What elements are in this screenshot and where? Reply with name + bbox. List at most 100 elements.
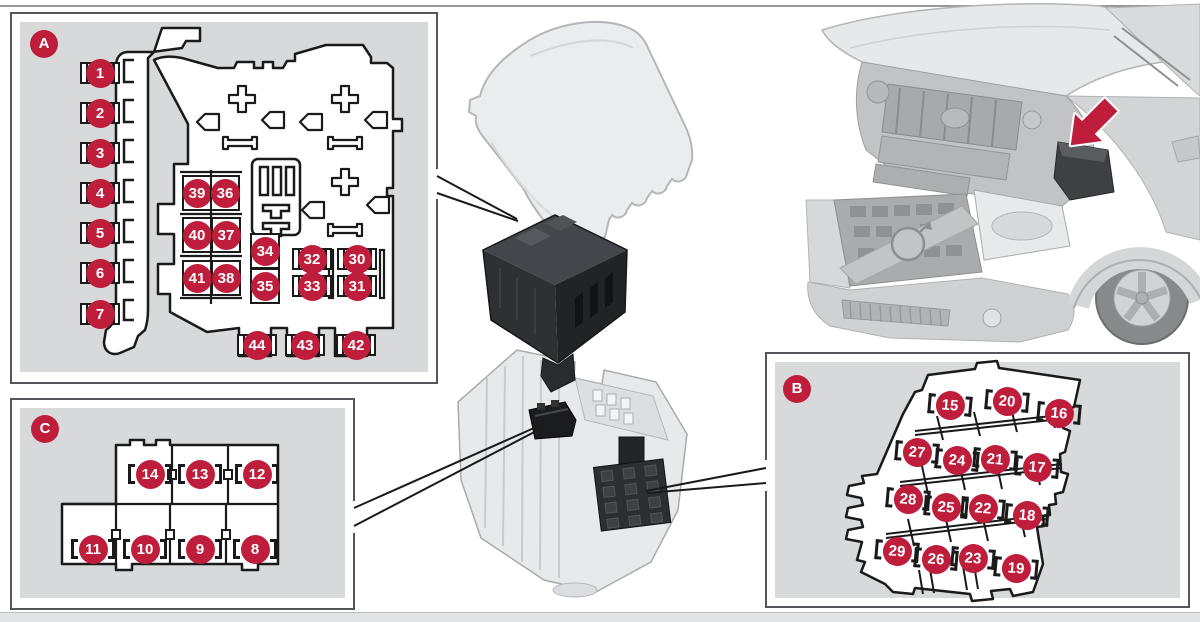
intake-duct bbox=[877, 135, 1011, 181]
bracket-left-icon bbox=[1036, 401, 1045, 422]
top-divider-line bbox=[0, 5, 1200, 7]
fuse-number-badge: 27 bbox=[901, 436, 933, 468]
fuse-number-badge: 36 bbox=[210, 178, 240, 208]
fuse-number-badge: 43 bbox=[290, 330, 320, 360]
fuse-number-badge: 8 bbox=[240, 534, 270, 564]
red-location-arrow bbox=[1068, 96, 1120, 148]
fuse-number-badge: 14 bbox=[135, 459, 165, 489]
relay-cutouts bbox=[195, 84, 391, 238]
fuse-number-badge: 16 bbox=[1043, 397, 1075, 429]
fuse-number-badge: 41 bbox=[182, 263, 212, 293]
bracket-right-icon bbox=[160, 539, 167, 559]
strip-hooks bbox=[122, 58, 134, 322]
fuse-number-badge: 4 bbox=[85, 178, 115, 208]
bracket-right-icon bbox=[1073, 404, 1082, 425]
bracket-left-icon bbox=[178, 539, 185, 559]
fuse-number-badge: 29 bbox=[881, 535, 913, 567]
fuse-number-badge: 24 bbox=[941, 444, 973, 476]
fuse-box-exploded-view bbox=[457, 21, 694, 598]
fuse-number-badge: 21 bbox=[979, 443, 1011, 475]
fuse-block bbox=[482, 214, 628, 393]
fuse-number-badge: 34 bbox=[250, 236, 280, 266]
fuse-number-badge: 22 bbox=[967, 492, 999, 524]
fuse-number-badge: 7 bbox=[85, 299, 115, 329]
bracket-right-icon bbox=[1021, 392, 1030, 413]
car-engine-bay-illustration bbox=[805, 3, 1200, 345]
bracket-left-icon bbox=[71, 539, 78, 559]
side-mirror bbox=[1171, 135, 1200, 163]
right-fender bbox=[1065, 95, 1200, 241]
bumper-intake bbox=[841, 299, 951, 327]
fuse-number-badge: 31 bbox=[342, 271, 372, 301]
bracket-left-icon bbox=[128, 464, 135, 484]
central-connector bbox=[250, 157, 302, 238]
bracket-left-icon bbox=[960, 496, 969, 517]
fuse-number-badge: 20 bbox=[991, 385, 1023, 417]
bracket-left-icon bbox=[874, 539, 883, 560]
panel-c-label: C bbox=[31, 415, 59, 443]
fuse-number-badge: 3 bbox=[85, 138, 115, 168]
fuse-number-badge: 26 bbox=[920, 543, 952, 575]
panel-c-artwork bbox=[20, 408, 345, 598]
bracket-left-icon bbox=[894, 440, 903, 461]
bracket-right-icon bbox=[270, 539, 277, 559]
fuse-number-badge: 33 bbox=[297, 271, 327, 301]
bracket-left-icon bbox=[934, 448, 943, 469]
bracket-right-icon bbox=[1051, 458, 1060, 479]
fog-lamp bbox=[982, 308, 1002, 328]
relay-notches bbox=[111, 469, 233, 540]
fuse-number-badge: 30 bbox=[342, 244, 372, 274]
fuse-number-badge: 6 bbox=[85, 258, 115, 288]
fuse-number-badge: 35 bbox=[250, 271, 280, 301]
fuse-number-badge: 9 bbox=[185, 534, 215, 564]
fuse-number-badge: 11 bbox=[78, 534, 108, 564]
bracket-left-icon bbox=[927, 393, 936, 414]
fuse-strip-outline bbox=[102, 26, 202, 356]
bracket-left-icon bbox=[1014, 455, 1023, 476]
fuse-number-badge: 15 bbox=[934, 389, 966, 421]
front-wheel bbox=[1067, 247, 1200, 345]
fuse-number-badge: 23 bbox=[957, 542, 989, 574]
fuse-number-badge: 2 bbox=[85, 98, 115, 128]
relay-sockets bbox=[592, 389, 634, 425]
brand-logo bbox=[890, 226, 926, 262]
fuse-number-badge: 28 bbox=[892, 483, 924, 515]
fuse-number-badge: 39 bbox=[182, 178, 212, 208]
bracket-right-icon bbox=[1041, 506, 1050, 527]
fuse-number-badge: 32 bbox=[297, 244, 327, 274]
panel-b-artwork bbox=[775, 359, 1180, 603]
fuse-number-badge: 44 bbox=[242, 330, 272, 360]
fuse-number-badge: 25 bbox=[930, 491, 962, 523]
fuse-number-badge: 38 bbox=[211, 263, 241, 293]
fuse-box-cover bbox=[467, 21, 694, 243]
panel-b-label: B bbox=[783, 375, 811, 403]
bracket-left-icon bbox=[913, 547, 922, 568]
bracket-left-icon bbox=[235, 464, 242, 484]
bracket-left-icon bbox=[993, 556, 1002, 577]
bottom-divider-band bbox=[0, 612, 1200, 622]
bracket-right-icon bbox=[1030, 559, 1039, 580]
fuse-number-badge: 5 bbox=[85, 218, 115, 248]
fuse-number-badge: 18 bbox=[1011, 499, 1043, 531]
bracket-right-icon bbox=[215, 464, 222, 484]
fuse-number-badge: 13 bbox=[185, 459, 215, 489]
bracket-left-icon bbox=[1004, 503, 1013, 524]
fuse-number-badge: 37 bbox=[211, 220, 241, 250]
panel-b-leader-gap bbox=[761, 460, 769, 491]
bracket-right-icon bbox=[215, 539, 222, 559]
bracket-right-icon bbox=[108, 539, 115, 559]
fuse-box-base bbox=[457, 349, 688, 598]
panel-a-leader-gap bbox=[434, 169, 442, 199]
bracket-left-icon bbox=[233, 539, 240, 559]
bracket-left-icon bbox=[178, 464, 185, 484]
panel-c-leader-gap bbox=[351, 501, 359, 533]
bracket-right-icon bbox=[964, 396, 973, 417]
fuse-number-badge: 1 bbox=[85, 58, 115, 88]
